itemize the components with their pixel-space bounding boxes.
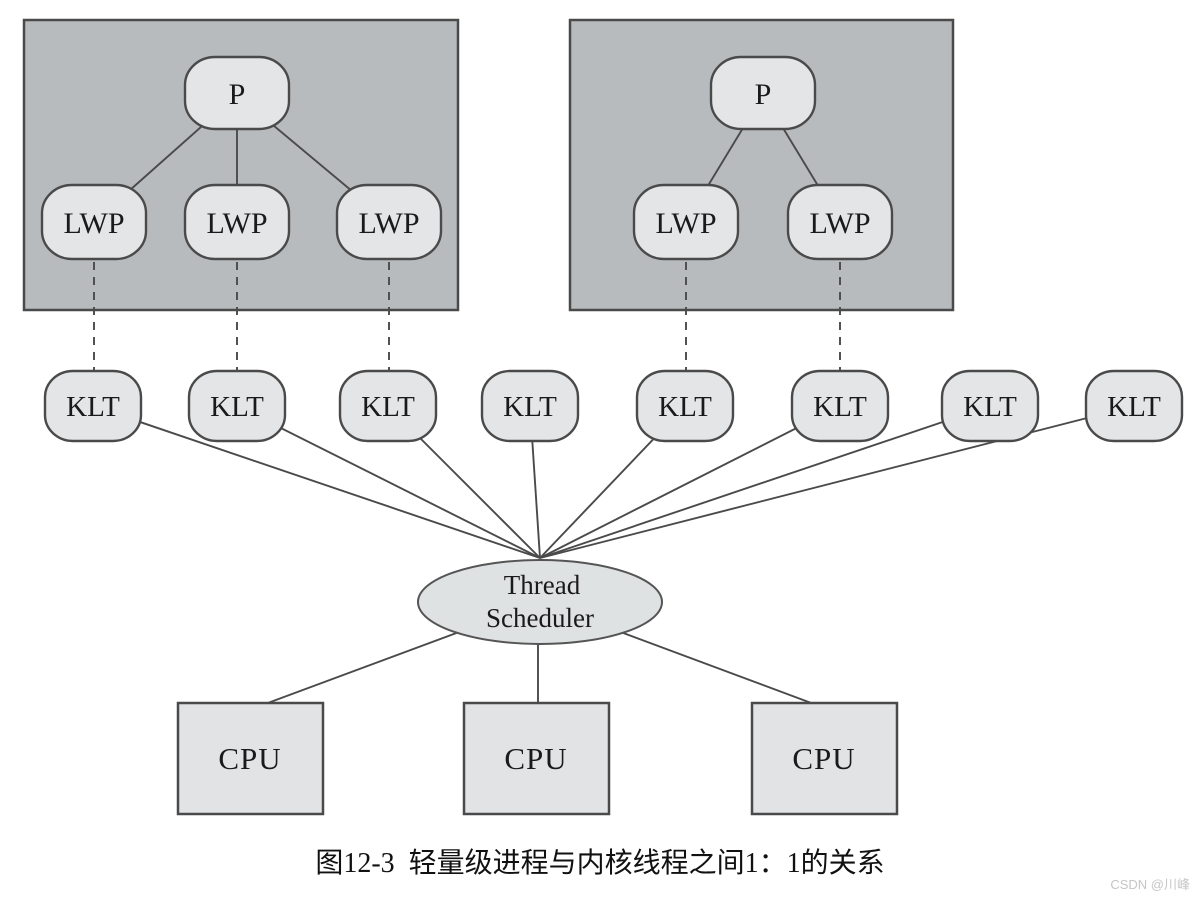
diagram-svg: P P LWP LWP LWP LWP LWP KLT (22, 18, 1184, 816)
klt-node-shape (187, 369, 287, 443)
klt-scheduler-edge (236, 405, 541, 559)
klt-node-shape (338, 369, 438, 443)
klt-node: KLT (790, 369, 890, 443)
cpu-box: CPU (750, 701, 899, 816)
lwp-node-shape (40, 183, 148, 261)
klt-node-shape (940, 369, 1040, 443)
klt-node-shape (43, 369, 143, 443)
process-node: P (183, 55, 291, 131)
thread-scheduler-label-line2: Scheduler (486, 603, 594, 633)
klt-node: KLT (187, 369, 287, 443)
klt-node-label: KLT (210, 391, 264, 423)
lwp-node-shape (335, 183, 443, 261)
klt-node-label: KLT (963, 391, 1017, 423)
klt-scheduler-edge (539, 405, 1135, 559)
klt-node-shape (1084, 369, 1184, 443)
cpu-box-shape (176, 701, 325, 816)
klt-node: KLT (338, 369, 438, 443)
process-node-label: P (755, 78, 772, 111)
lwp-node-shape (183, 183, 291, 261)
lwp-node-label: LWP (809, 207, 870, 240)
cpu-box: CPU (462, 701, 611, 816)
klt-scheduler-edge (539, 405, 991, 559)
process-node-shape (709, 55, 817, 131)
lwp-node: LWP (786, 183, 894, 261)
lwp-node-label: LWP (63, 207, 124, 240)
klt-node-label: KLT (1107, 391, 1161, 423)
klt-scheduler-edge (539, 405, 841, 559)
klt-node-label: KLT (66, 391, 120, 423)
cpu-box-label: CPU (218, 741, 281, 776)
watermark: CSDN @川峰 (1110, 877, 1190, 892)
thread-scheduler-node: Thread Scheduler (417, 559, 663, 645)
klt-node: KLT (43, 369, 143, 443)
klt-node-label: KLT (503, 391, 557, 423)
klt-node: KLT (1084, 369, 1184, 443)
klt-node-label: KLT (361, 391, 415, 423)
lwp-node: LWP (335, 183, 443, 261)
figure-caption: 图12-3 轻量级进程与内核线程之间1：1的关系 (315, 848, 885, 879)
klt-node-shape (480, 369, 580, 443)
cpu-box: CPU (176, 701, 325, 816)
lwp-node-label: LWP (655, 207, 716, 240)
klt-node: KLT (480, 369, 580, 443)
thread-scheduler-label-line1: Thread (504, 570, 581, 600)
cpu-box-label: CPU (504, 741, 567, 776)
lwp-node-shape (632, 183, 740, 261)
cpu-box-shape (462, 701, 611, 816)
lwp-node: LWP (183, 183, 291, 261)
cpu-box-shape (750, 701, 899, 816)
lwp-node: LWP (40, 183, 148, 261)
lwp-node-label: LWP (206, 207, 267, 240)
process-node: P (709, 55, 817, 131)
thread-scheduler-shape (417, 559, 663, 645)
process-node-label: P (229, 78, 246, 111)
lwp-node-label: LWP (358, 207, 419, 240)
klt-scheduler-edge (92, 405, 541, 559)
process-node-shape (183, 55, 291, 131)
klt-node: KLT (940, 369, 1040, 443)
klt-node-shape (635, 369, 735, 443)
lwp-node-shape (786, 183, 894, 261)
lwp-node: LWP (632, 183, 740, 261)
klt-node: KLT (635, 369, 735, 443)
klt-node-label: KLT (658, 391, 712, 423)
klt-node-label: KLT (813, 391, 867, 423)
klt-node-shape (790, 369, 890, 443)
cpu-box-label: CPU (792, 741, 855, 776)
